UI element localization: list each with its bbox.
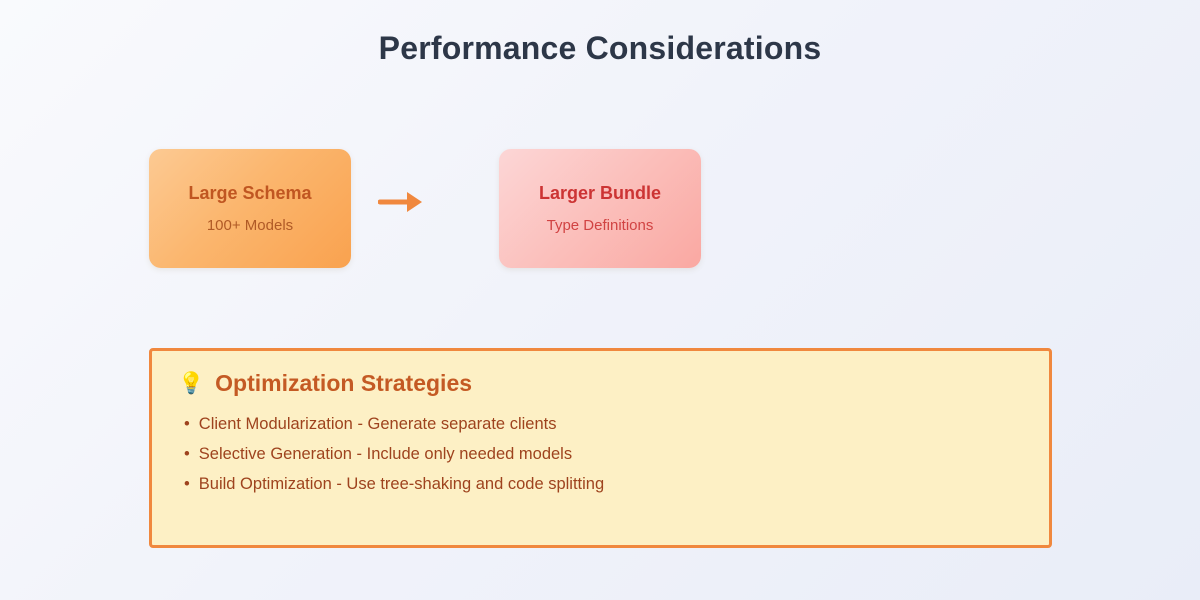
list-item: • Selective Generation - Include only ne… — [184, 439, 1049, 469]
flow-box-title: Larger Bundle — [538, 183, 662, 203]
bullet-icon: • — [184, 445, 190, 463]
right-arrow-icon — [378, 192, 422, 212]
flow-box-large-schema: Large Schema 100+ Models — [149, 149, 351, 268]
bullet-icon: • — [184, 475, 190, 493]
optimization-strategies-panel: 💡 Optimization Strategies • Client Modul… — [149, 348, 1052, 548]
flow-box-subtitle: Type Definitions — [546, 217, 654, 234]
panel-header: 💡 Optimization Strategies — [152, 351, 1049, 397]
flow-box-larger-bundle: Larger Bundle Type Definitions — [499, 149, 701, 268]
list-item-text: Selective Generation - Include only need… — [198, 445, 573, 463]
list-item-text: Client Modularization - Generate separat… — [198, 415, 557, 433]
panel-title: Optimization Strategies — [215, 370, 473, 396]
list-item: • Client Modularization - Generate separ… — [184, 409, 1049, 439]
lightbulb-icon: 💡 — [178, 372, 205, 395]
bullet-icon: • — [184, 415, 190, 433]
page-title: Performance Considerations — [378, 30, 822, 66]
flow-box-subtitle: 100+ Models — [206, 217, 294, 234]
list-item: • Build Optimization - Use tree-shaking … — [184, 469, 1049, 499]
strategy-list: • Client Modularization - Generate separ… — [152, 409, 1049, 499]
list-item-text: Build Optimization - Use tree-shaking an… — [198, 475, 605, 493]
flow-box-title: Large Schema — [188, 183, 312, 203]
